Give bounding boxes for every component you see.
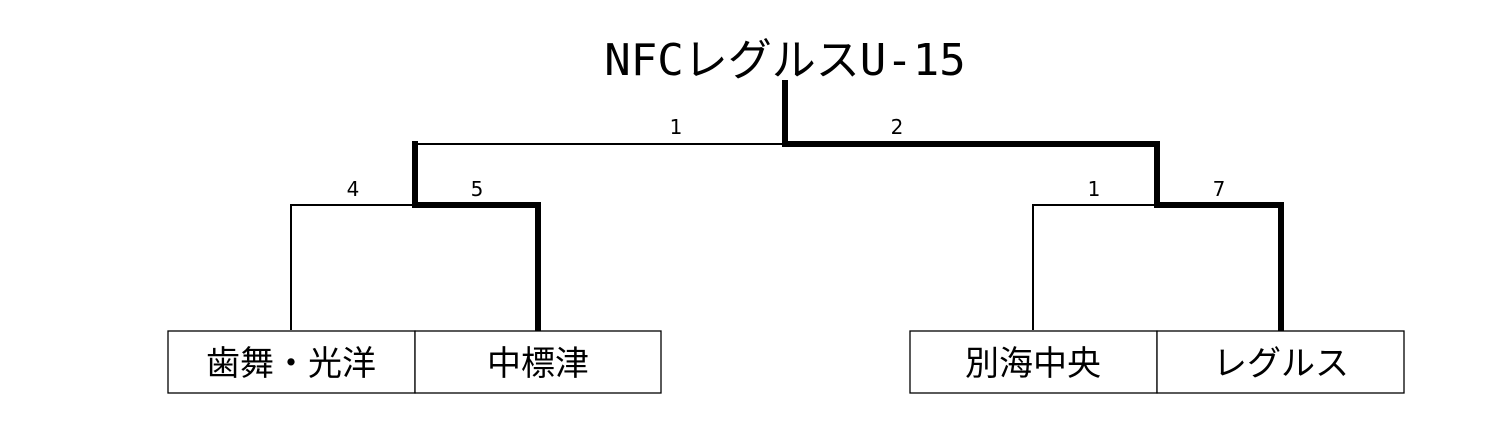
semi-right-line-winner	[1154, 141, 1284, 333]
semi-left-left-score: 4	[347, 177, 360, 201]
bracket-title: NFCレグルスU-15	[604, 35, 965, 86]
final-left-score: 1	[670, 115, 683, 139]
semi-right-right-score: 7	[1213, 177, 1226, 201]
semi-right-line-loser	[1032, 204, 1157, 330]
team-box-3	[909, 330, 1158, 394]
team-box-4	[1156, 330, 1405, 394]
team-box-2	[414, 330, 662, 394]
team-box-1	[167, 330, 416, 394]
semi-left-line-winner	[412, 141, 541, 333]
team-name-3: 別海中央	[965, 344, 1101, 384]
semi-left-right-score: 5	[471, 177, 484, 201]
team-name-2: 中標津	[487, 344, 589, 384]
final-right-score: 2	[891, 115, 904, 139]
team-name-4: レグルス	[1213, 344, 1349, 384]
final-line-right-winner	[782, 80, 1160, 208]
team-name-1: 歯舞・光洋	[206, 344, 376, 384]
semi-right-left-score: 1	[1088, 177, 1101, 201]
semi-left-line-loser	[290, 204, 415, 330]
